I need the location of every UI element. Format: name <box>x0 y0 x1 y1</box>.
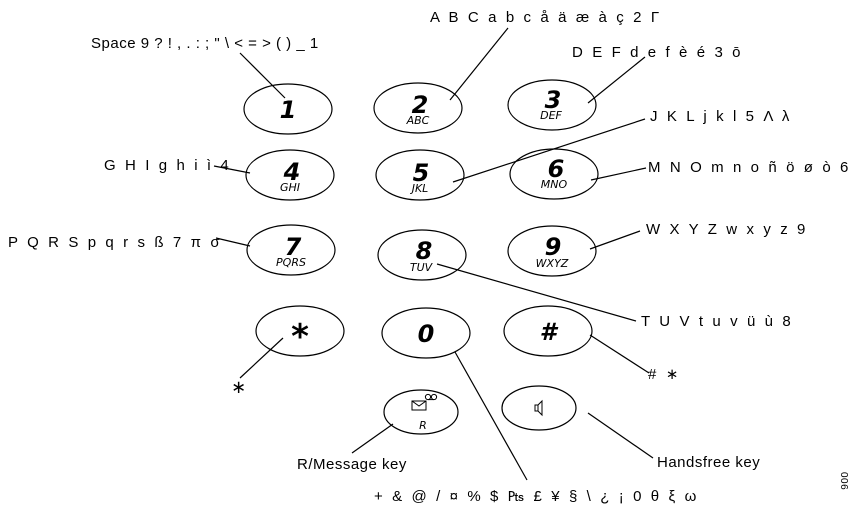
callout-key6: M N O m n o ñ ö ø ò 6 <box>648 159 851 176</box>
leader-line-key0 <box>454 351 528 481</box>
key-9-letters: WXYZ <box>536 257 569 270</box>
callout-key5: J K L j k l 5 Λ λ <box>650 108 793 125</box>
key-2-digit: 2 <box>412 91 429 119</box>
leader-line-key1 <box>239 52 286 99</box>
key-2-letters: ABC <box>406 114 430 127</box>
key-6-outline[interactable] <box>509 148 599 200</box>
leader-line-message-key <box>351 423 394 454</box>
key-4-letters: GHI <box>280 181 300 194</box>
leader-line-key9 <box>589 230 641 250</box>
leader-line-key2 <box>449 27 509 101</box>
key-star-symbol: * <box>291 317 309 357</box>
key-8-letters: TUV <box>410 261 434 274</box>
callout-key3: D E F d e f è é 3 ō <box>572 44 744 61</box>
callout-key1: Space 9 ? ! , . : ; " \ < = > ( ) _ 1 <box>91 35 319 52</box>
figure-number: 006 <box>838 472 849 491</box>
key-6-letters: MNO <box>541 178 568 191</box>
callout-key-star: ∗ <box>231 377 249 397</box>
key-3-outline[interactable] <box>507 79 597 131</box>
leader-line-key5 <box>452 118 646 183</box>
callout-key0: + & @ / ¤ % $ ₧ £ ¥ § \ ¿ ¡ 0 θ ξ ω <box>374 488 699 505</box>
key-star-outline[interactable] <box>255 305 345 357</box>
leader-line-key-star <box>239 337 284 379</box>
leader-line-key6 <box>590 167 647 181</box>
leader-line-key-hash <box>589 334 650 374</box>
callout-key8: T U V t u v ü ù 8 <box>641 313 794 330</box>
key-2-outline[interactable] <box>373 82 463 134</box>
key-hash-symbol: # <box>540 318 559 346</box>
message-key-outline[interactable] <box>383 389 459 435</box>
key-7-digit: 7 <box>285 233 302 261</box>
callout-key-hash: # ∗ <box>648 366 681 383</box>
envelope-voicemail-icon <box>411 393 438 411</box>
key-1-outline[interactable] <box>243 83 333 135</box>
speaker-icon <box>534 399 543 417</box>
callout-key4: G H I g h i ì 4 <box>104 157 232 174</box>
callout-key9: W X Y Z w x y z 9 <box>646 221 809 238</box>
key-1-digit: 1 <box>280 96 297 124</box>
key-4-outline[interactable] <box>245 149 335 201</box>
key-0-outline[interactable] <box>381 307 471 359</box>
key-6-digit: 6 <box>548 155 565 183</box>
leader-line-key4 <box>213 165 251 174</box>
handsfree-key-outline[interactable] <box>501 385 577 431</box>
key-7-outline[interactable] <box>246 224 336 276</box>
leader-line-handsfree-key <box>587 412 654 459</box>
callout-key7: P Q R S p q r s ß 7 π σ <box>8 234 223 251</box>
leader-line-key8 <box>436 263 637 322</box>
key-4-digit: 4 <box>283 158 301 186</box>
key-5-letters: JKL <box>410 182 429 195</box>
key-9-digit: 9 <box>545 233 562 261</box>
key-7-letters: PQRS <box>276 256 306 269</box>
key-9-outline[interactable] <box>507 225 597 277</box>
leader-line-key7 <box>215 237 251 247</box>
key-hash-outline[interactable] <box>503 305 593 357</box>
key-0-digit: 0 <box>418 320 435 348</box>
key-3-letters: DEF <box>540 109 562 122</box>
message-key-letter: R <box>419 419 427 432</box>
callout-message-key: R/Message key <box>297 456 407 473</box>
key-3-digit: 3 <box>545 86 562 114</box>
key-8-digit: 8 <box>416 237 433 265</box>
callout-handsfree-key: Handsfree key <box>657 454 761 471</box>
callout-key2: A B C a b c å ä æ à ç 2 Γ <box>430 9 662 26</box>
leader-line-key3 <box>587 56 646 104</box>
key-5-outline[interactable] <box>375 149 465 201</box>
key-5-digit: 5 <box>413 159 430 187</box>
key-8-outline[interactable] <box>377 229 467 281</box>
